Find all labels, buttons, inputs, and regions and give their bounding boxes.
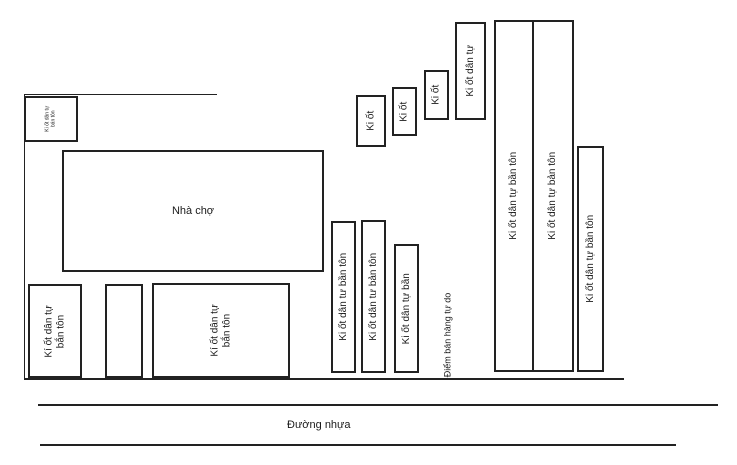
free-vendor-point-label: Điểm bán hàng tự do [442, 292, 453, 378]
tall-kiosk-2: Ki ốt dân tự bản tôn [532, 20, 574, 372]
tall-kiosk-1: Ki ốt dân tự bần tôn [494, 20, 534, 372]
inner-kiosk-3-label: Ki ốt dân tự bần [400, 272, 412, 345]
small-kiosk-4: Ki ốt dân tự [455, 22, 486, 120]
road-edge-top [38, 404, 718, 406]
inner-kiosk-2-label: Ki ốt dân tư bản tôn [367, 252, 379, 341]
inner-kiosk-1: Ki ốt dân tư bần tôn [331, 221, 356, 373]
small-kiosk-2-label: Ki ốt [398, 101, 410, 122]
tall-kiosk-2-label: Ki ốt dân tự bản tôn [547, 152, 559, 240]
kiosk-bottom-left: Kí ốt dân tự bắn tôn [28, 284, 82, 378]
inner-kiosk-3: Ki ốt dân tự bần [394, 244, 419, 373]
small-kiosk-4-label: Ki ốt dân tự [464, 45, 476, 97]
tiny-kiosk: Ki ốt dân tự bán tôn [24, 96, 78, 142]
small-kiosk-1: Ki ốt [356, 95, 386, 147]
small-kiosk-3: Ki ốt [424, 70, 449, 120]
tiny-kiosk-label: Ki ốt dân tự bán tôn [44, 106, 56, 132]
tall-kiosk-3-label: Ki ốt dân tự bần tôn [584, 215, 596, 303]
tall-kiosk-3: Ki ốt dân tự bần tôn [577, 146, 604, 372]
small-kiosk-3-label: Ki ốt [430, 84, 442, 106]
tall-kiosk-1-label: Ki ốt dân tự bần tôn [508, 152, 520, 240]
inner-kiosk-1-label: Ki ốt dân tư bần tôn [337, 253, 349, 341]
top-boundary-line [24, 94, 217, 95]
road-edge-bottom [40, 444, 676, 446]
kiosk-bottom-left-label: Kí ốt dân tự bắn tôn [44, 305, 67, 357]
small-kiosk-1-label: Ki ốt [365, 110, 377, 132]
kiosk-bottom-middle-label: Kí ốt dân tự bắn tôn [210, 304, 233, 356]
kiosk-bottom-left-line1: Kí ốt dân tự [43, 304, 55, 358]
left-boundary-line [24, 94, 25, 380]
kiosk-bottom-middle: Kí ốt dân tự bắn tôn [152, 283, 290, 378]
empty-stall [105, 284, 143, 378]
market-hall: Nhà chợ [62, 150, 324, 272]
road-label: Đường nhựa [287, 419, 351, 431]
kiosk-bottom-left-line2: bắn tôn [55, 314, 66, 348]
base-ground-line [24, 378, 624, 380]
market-hall-label: Nhà chợ [171, 204, 215, 217]
kiosk-bottom-middle-line2: bắn tôn [221, 313, 232, 348]
small-kiosk-2: Ki ốt [392, 87, 417, 136]
inner-kiosk-2: Ki ốt dân tư bản tôn [361, 220, 386, 373]
kiosk-bottom-middle-line1: Kí ốt dân tự [209, 304, 221, 357]
